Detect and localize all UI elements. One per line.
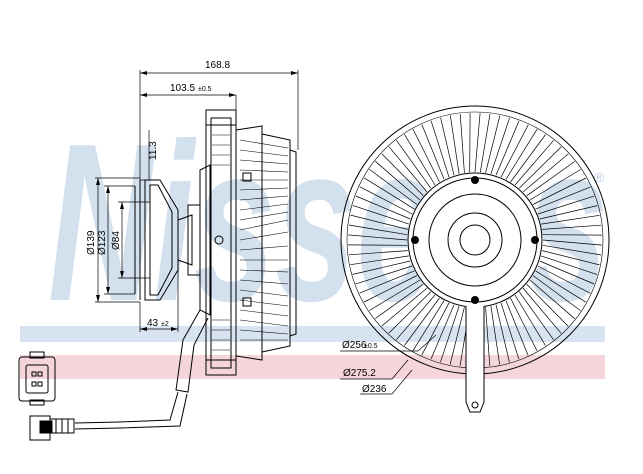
front-fin: [537, 195, 595, 215]
front-fin: [542, 224, 602, 230]
side-fin-stripes: [212, 134, 289, 351]
front-fin: [364, 177, 415, 210]
front-fin: [514, 140, 554, 186]
fan-clutch-side-icon: [74, 109, 297, 430]
front-fin: [510, 134, 546, 183]
side-dimension-arrows: [96, 71, 298, 331]
front-fin: [535, 186, 591, 210]
front-dimensions: [340, 334, 437, 395]
front-fin: [421, 302, 450, 356]
front-fin: [375, 161, 421, 201]
front-fin: [479, 113, 491, 173]
front-fin: [537, 265, 591, 294]
front-fin: [526, 161, 576, 197]
front-fin: [352, 205, 410, 225]
front-fin: [526, 283, 569, 327]
front-fin: [412, 128, 440, 183]
front-fin: [352, 260, 411, 275]
dim-hub-length-tol: ±0.5: [198, 86, 212, 93]
side-dimensions: [95, 70, 299, 332]
front-fin: [500, 302, 520, 360]
front-fin: [505, 300, 529, 356]
watermark-band-pink: [20, 355, 605, 379]
front-fin: [369, 169, 418, 205]
front-fin: [449, 307, 465, 365]
front-fin: [348, 250, 408, 256]
dim-hub-depth-tol: ±2: [161, 321, 169, 328]
front-fin: [474, 113, 481, 173]
front-fin: [440, 117, 455, 176]
dim-hub-length: 103.5: [170, 83, 195, 94]
front-fin: [404, 134, 436, 186]
front-fin: [388, 291, 432, 334]
front-fin: [485, 307, 491, 367]
front-fin: [522, 153, 569, 193]
dim-front-outer-diameter: Ø275.2: [343, 368, 376, 379]
front-fin: [542, 244, 602, 256]
front-fin: [535, 270, 586, 303]
front-fin: [490, 306, 501, 365]
front-fin: [381, 287, 428, 327]
front-fin: [348, 234, 408, 241]
front-fin: [518, 146, 562, 189]
front-fin: [350, 255, 409, 266]
front-fin: [359, 270, 415, 294]
front-fin: [518, 291, 554, 341]
front-fin: [440, 305, 460, 363]
dim-diameter-small: Ø84: [111, 231, 122, 250]
dim-overall-length: 168.8: [205, 60, 230, 71]
front-fin: [459, 113, 465, 173]
registered-mark: ®: [594, 169, 605, 185]
front-fin: [539, 205, 598, 220]
front-fin: [542, 239, 602, 246]
front-fin: [396, 139, 432, 189]
front-fin: [350, 214, 408, 230]
front-fin: [430, 120, 450, 178]
front-fin: [355, 195, 411, 220]
front-fin: [542, 250, 600, 266]
front-fin: [540, 255, 598, 275]
front-fin: [421, 124, 445, 180]
front-fin: [359, 186, 413, 215]
front-fin: [412, 300, 445, 351]
front-fin: [388, 146, 428, 193]
front-fin: [363, 275, 418, 303]
electrical-connector-icon: [18, 351, 56, 406]
dim-front-inner-tol: ±0.5: [364, 343, 378, 350]
front-fin: [529, 169, 581, 201]
front-fin: [485, 115, 501, 173]
front-fin: [381, 153, 424, 197]
dim-diameter-large: Ø139: [86, 230, 97, 255]
front-fin: [529, 279, 575, 319]
front-fin: [355, 265, 413, 285]
dim-diameter-mid: Ø123: [97, 230, 108, 255]
front-fin: [374, 283, 424, 319]
front-fin: [348, 224, 408, 236]
front-fin: [369, 279, 421, 311]
front-fin: [510, 297, 538, 352]
fan-clutch-front-icon: [340, 105, 610, 413]
dim-hub-depth: 43: [147, 318, 159, 329]
front-fin: [495, 304, 510, 363]
front-fin: [449, 115, 460, 174]
front-fins: [348, 113, 602, 367]
front-fin: [505, 129, 538, 180]
dim-front-hub-diameter: Ø236: [362, 384, 387, 395]
front-fin: [522, 287, 562, 334]
front-fin: [490, 117, 510, 175]
front-fin: [541, 214, 600, 225]
front-fin: [404, 297, 440, 346]
front-fin: [500, 124, 529, 178]
dim-flange-offset: 11.3: [148, 141, 159, 160]
front-fin: [532, 177, 587, 205]
front-fin: [539, 260, 595, 285]
front-fin: [495, 120, 520, 176]
connector-plug-icon: [29, 415, 75, 441]
dim-front-inner-diameter: Ø256: [342, 340, 367, 351]
front-fin: [514, 294, 546, 346]
front-fin: [430, 304, 455, 360]
front-fin: [532, 275, 581, 311]
front-fin: [396, 294, 436, 340]
